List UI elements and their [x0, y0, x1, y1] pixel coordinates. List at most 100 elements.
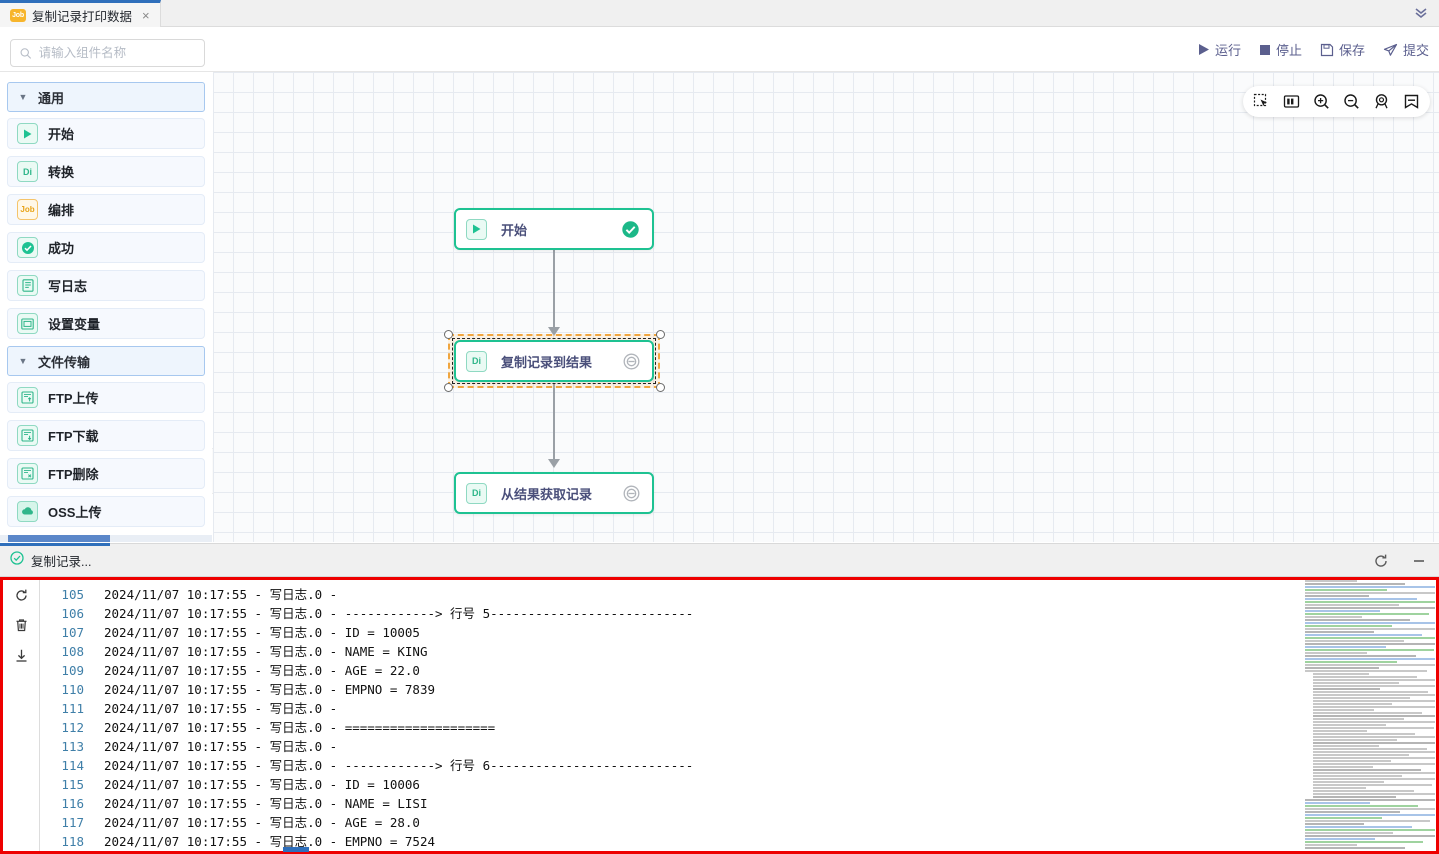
chevron-double-down-icon[interactable] — [1403, 0, 1439, 26]
flow-canvas[interactable]: 开始 Di 复制记录到结果 — [213, 72, 1439, 542]
resize-handle-top-left[interactable] — [444, 330, 453, 339]
ftp-upload-icon — [17, 387, 38, 408]
flow-node-label: 开始 — [501, 222, 528, 238]
minimap-line — [1305, 646, 1386, 648]
palette-item-transform[interactable]: Di 转换 — [7, 156, 205, 187]
minimap-line — [1312, 682, 1399, 684]
log-line-texts: 2024/11/07 10:17:55 - 写日志.0 - 2024/11/07… — [92, 580, 1436, 851]
minimap-line — [1312, 796, 1396, 798]
search-input[interactable] — [38, 46, 195, 60]
minimap-line — [1305, 835, 1435, 837]
palette-group-header-general[interactable]: ▼ 通用 — [7, 82, 205, 112]
palette-item-write-log[interactable]: 写日志 — [7, 270, 205, 301]
run-button[interactable]: 运行 — [1197, 40, 1241, 59]
palette-item-success[interactable]: 成功 — [7, 232, 205, 263]
reload-icon[interactable] — [14, 588, 29, 603]
minimap-line — [1305, 649, 1434, 651]
oss-upload-icon — [17, 501, 38, 522]
log-lines[interactable]: 105 106 107 108 109 110 111 112 113 114 … — [40, 580, 1436, 851]
log-horizontal-scrollbar-thumb[interactable] — [283, 847, 309, 852]
minimap-line — [1305, 628, 1435, 630]
minimap-line — [1305, 805, 1419, 807]
run-button-label: 运行 — [1214, 43, 1241, 58]
check-circle-icon — [10, 550, 24, 570]
palette-item-orchestration[interactable]: Job 编排 — [7, 194, 205, 225]
palette-group-header-file-transfer[interactable]: ▼ 文件传输 — [7, 346, 205, 376]
search-box[interactable] — [10, 39, 205, 67]
log-tab-label[interactable]: 复制记录... — [31, 554, 92, 569]
minimap-line — [1312, 748, 1428, 750]
locate-icon[interactable] — [1373, 93, 1390, 110]
minimap-line — [1305, 640, 1404, 642]
tab-job-copy-record[interactable]: Job 复制记录打印数据 × — [0, 0, 161, 27]
minimap-line — [1312, 673, 1369, 675]
scrollbar-thumb[interactable] — [8, 535, 110, 542]
palette-item-ftp-upload[interactable]: FTP上传 — [7, 382, 205, 413]
zoom-in-icon[interactable] — [1313, 93, 1330, 110]
close-icon[interactable]: × — [142, 7, 150, 23]
palette-item-start[interactable]: 开始 — [7, 118, 205, 149]
minimap-line — [1305, 610, 1381, 612]
submit-button[interactable]: 提交 — [1383, 40, 1429, 59]
minimap-line — [1312, 703, 1393, 705]
palette-item-ftp-delete[interactable]: FTP删除 — [7, 458, 205, 489]
resize-handle-bottom-left[interactable] — [444, 383, 453, 392]
palette-horizontal-scrollbar[interactable] — [0, 535, 212, 542]
palette-item-ftp-download[interactable]: FTP下载 — [7, 420, 205, 451]
stop-icon — [1259, 44, 1270, 55]
minimap-line — [1312, 685, 1435, 687]
flow-node-get-record-from-result[interactable]: Di 从结果获取记录 — [454, 472, 654, 514]
stop-button[interactable]: 停止 — [1259, 40, 1302, 59]
palette-item-label: FTP删除 — [48, 467, 99, 482]
minimap-line — [1312, 739, 1398, 741]
log-line-number: 117 — [61, 815, 84, 830]
zoom-out-icon[interactable] — [1343, 93, 1360, 110]
log-line-number: 109 — [61, 663, 84, 678]
save-button[interactable]: 保存 — [1320, 40, 1365, 59]
palette-item-oss-upload[interactable]: OSS上传 — [7, 496, 205, 527]
fit-screen-icon[interactable] — [1283, 93, 1300, 110]
search-icon — [20, 47, 32, 59]
log-line-text: 2024/11/07 10:17:55 - 写日志.0 - — [104, 701, 345, 716]
minimap-line — [1305, 658, 1435, 660]
minimap-line — [1312, 688, 1381, 690]
minimap-line — [1312, 691, 1429, 693]
resize-handle-top-right[interactable] — [656, 330, 665, 339]
minimap-line — [1312, 742, 1435, 744]
delete-icon[interactable] — [14, 618, 29, 633]
minimap-line — [1305, 595, 1369, 597]
minimap-line — [1305, 598, 1417, 600]
log-line-number: 108 — [61, 644, 84, 659]
minimap-line — [1305, 592, 1435, 594]
minimap-line — [1312, 733, 1416, 735]
log-line-text: 2024/11/07 10:17:55 - 写日志.0 - ID = 10005 — [104, 625, 420, 640]
log-icon — [17, 275, 38, 296]
log-line-text: 2024/11/07 10:17:55 - 写日志.0 - EMPNO = 75… — [104, 834, 435, 849]
palette-group-label: 通用 — [38, 90, 65, 106]
palette-item-set-variable[interactable]: 设置变量 — [7, 308, 205, 339]
flow-node-copy-record-to-result[interactable]: Di 复制记录到结果 — [454, 340, 654, 382]
minimap-line — [1312, 676, 1417, 678]
minimap-line — [1312, 694, 1435, 696]
marquee-select-icon[interactable] — [1253, 93, 1270, 110]
refresh-icon[interactable] — [1373, 553, 1389, 569]
log-line-text: 2024/11/07 10:17:55 - 写日志.0 - AGE = 22.0 — [104, 663, 420, 678]
save-button-label: 保存 — [1338, 43, 1365, 58]
log-line-number: 115 — [61, 777, 84, 792]
download-icon[interactable] — [14, 648, 29, 663]
component-palette[interactable]: ▼ 通用 开始 Di 转换 Job 编排 — [0, 78, 212, 542]
resize-handle-bottom-right[interactable] — [656, 383, 665, 392]
palette-item-label: FTP下载 — [48, 429, 99, 444]
flow-node-start[interactable]: 开始 — [454, 208, 654, 250]
edge-copy-to-get — [553, 384, 555, 460]
log-minimap[interactable] — [1305, 580, 1435, 850]
minimize-icon[interactable] — [1411, 553, 1427, 569]
minimap-line — [1305, 844, 1357, 846]
minimap-line — [1305, 820, 1430, 822]
minimap-line — [1305, 616, 1363, 618]
job-icon: Job — [17, 199, 38, 220]
minimap-line — [1312, 709, 1374, 711]
minimap-line — [1312, 787, 1367, 789]
minimap-line — [1305, 607, 1435, 609]
bookmark-icon[interactable] — [1403, 93, 1420, 110]
